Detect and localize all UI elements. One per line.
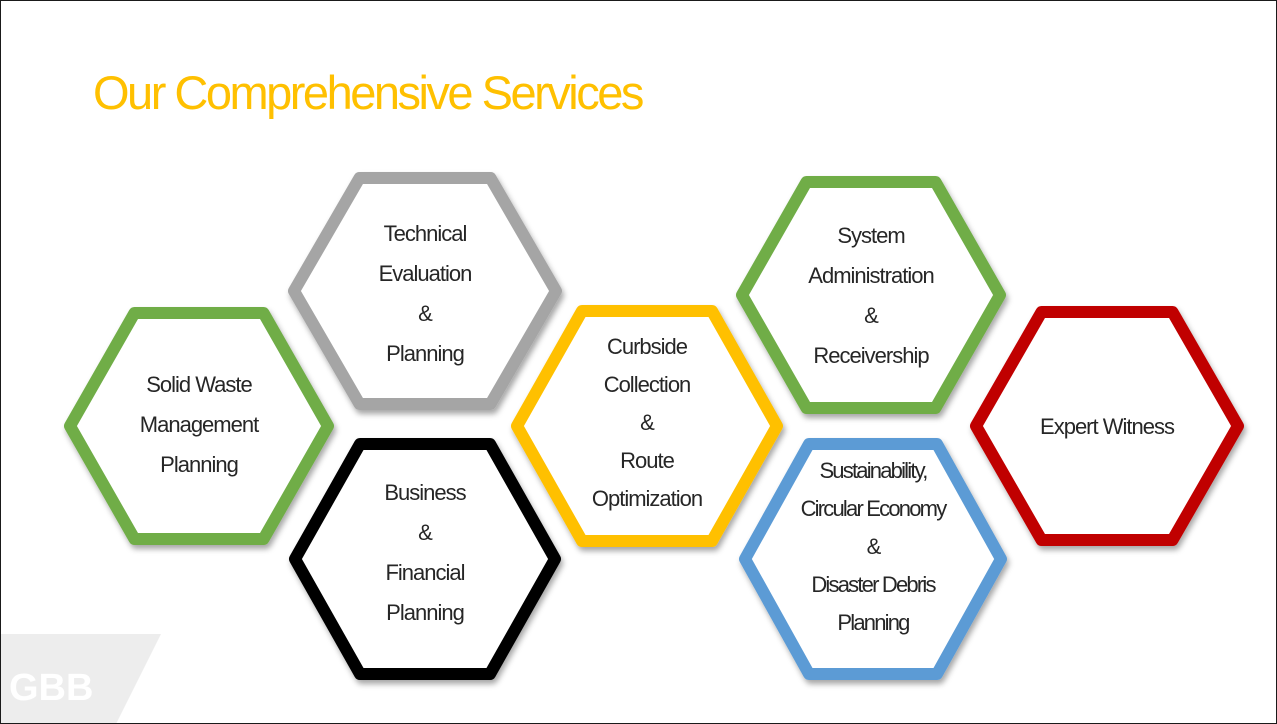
service-label-line: Optimization: [591, 486, 703, 511]
service-label-line: Financial: [385, 560, 465, 585]
service-label-line: Curbside: [606, 334, 688, 359]
hexagon-curbside-collection: [511, 305, 783, 547]
service-label-expert-witness: Expert Witness: [987, 407, 1227, 447]
hexagon-business-financial: [289, 438, 561, 680]
service-label-line: Planning: [386, 341, 465, 366]
service-label-line: Expert Witness: [1040, 414, 1175, 439]
service-label-sustainability: Sustainability, Circular Economy & Disaster…: [753, 452, 993, 642]
service-label-line: Planning: [837, 610, 910, 635]
service-label-line: Business: [384, 480, 466, 505]
service-label-line: System: [837, 223, 905, 248]
service-label-line: Disaster Debris: [811, 572, 936, 597]
service-label-line: Management: [139, 412, 259, 437]
slide-title: Our Comprehensive Services: [93, 66, 644, 119]
service-label-line: &: [418, 301, 433, 326]
service-label-line: Collection: [603, 372, 692, 397]
hexagon-sustainability: [739, 438, 1007, 680]
service-label-line: Route: [620, 448, 675, 473]
service-label-line: Technical: [383, 221, 468, 246]
svg-text:GBB: GBB: [9, 667, 93, 709]
service-label-line: Planning: [386, 600, 465, 625]
hexagon-expert-witness: [970, 306, 1244, 546]
service-label-line: Circular Economy: [800, 496, 948, 521]
service-label-line: Sustainability,: [819, 458, 928, 483]
service-label-line: &: [864, 303, 879, 328]
hexagon-system-administration: [736, 176, 1006, 414]
service-label-line: &: [640, 410, 655, 435]
service-label-line: Receivership: [813, 343, 929, 368]
hexagon-technical-evaluation: [288, 172, 562, 410]
service-label-line: Planning: [160, 452, 239, 477]
service-label-line: Administration: [808, 263, 934, 288]
service-label-line: Evaluation: [378, 261, 473, 286]
hexagon-solid-waste: [64, 307, 334, 545]
service-label-line: &: [866, 534, 882, 559]
service-label-line: Solid Waste: [146, 372, 253, 397]
service-label-line: &: [418, 520, 433, 545]
gbb-logo: GBB: [1, 634, 161, 723]
